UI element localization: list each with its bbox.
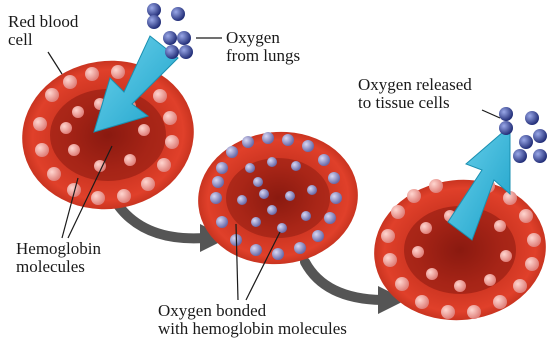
label-oxygen-bonded: Oxygen bonded with hemoglobin molecules	[158, 302, 347, 338]
label-red-blood-cell-line-1: Red blood	[8, 13, 78, 31]
label-oxygen-from-lungs: Oxygen from lungs	[226, 29, 300, 65]
label-oxygen-from-lungs-line-1: Oxygen	[226, 29, 300, 47]
label-oxygen-released: Oxygen released to tissue cells	[358, 76, 472, 112]
red-blood-cell-2	[192, 124, 365, 272]
label-oxygen-bonded-line-1: Oxygen bonded	[158, 302, 347, 320]
red-blood-cell-1	[13, 50, 204, 220]
label-oxygen-bonded-line-2: with hemoglobin molecules	[158, 320, 347, 338]
flow-arrow-2	[305, 262, 385, 300]
label-hemoglobin-line-1: Hemoglobin	[16, 240, 101, 258]
label-hemoglobin: Hemoglobin molecules	[16, 240, 101, 276]
label-red-blood-cell-line-2: cell	[8, 31, 78, 49]
flow-arrow-1	[118, 205, 205, 238]
label-oxygen-released-line-2: to tissue cells	[358, 94, 472, 112]
label-oxygen-released-line-1: Oxygen released	[358, 76, 472, 94]
label-oxygen-from-lungs-line-2: from lungs	[226, 47, 300, 65]
label-red-blood-cell: Red blood cell	[8, 13, 78, 49]
label-hemoglobin-line-2: molecules	[16, 258, 101, 276]
